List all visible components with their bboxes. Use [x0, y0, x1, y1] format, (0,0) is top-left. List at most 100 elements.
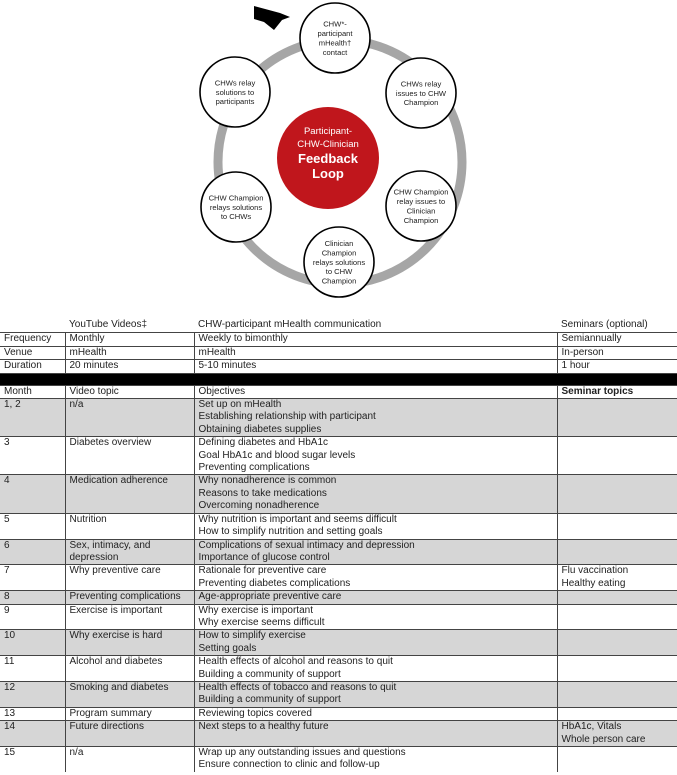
month-cell: 12: [0, 680, 65, 708]
loop-node-label: Clinician: [325, 239, 354, 248]
objectives-cell: Next steps to a healthy future: [193, 720, 557, 747]
loop-node-label: solutions to: [216, 88, 254, 97]
sub-header-video-topic: Video topic: [64, 384, 194, 399]
loop-node-label: CHW Champion: [209, 193, 264, 202]
header-youtube-videos: YouTube Videos‡: [69, 319, 148, 330]
section-divider-bar: [0, 372, 677, 386]
seminar-topic-cell: [556, 680, 677, 708]
month-cell: 7: [0, 564, 65, 591]
loop-node-label: CHW*-: [323, 20, 347, 29]
center-circle: [277, 107, 379, 209]
objectives-cell: Wrap up any outstanding issues and quest…: [193, 745, 557, 772]
loop-node-upper-left: [199, 56, 271, 128]
header-blank-cell: [0, 318, 65, 333]
info-communication: Weekly to bimonthly: [193, 332, 557, 347]
video-topic-cell: Medication adherence: [64, 474, 194, 514]
objectives-cell: Age-appropriate preventive care: [193, 590, 557, 605]
loop-node-label: CHWs relay: [215, 78, 256, 87]
loop-node-label: to CHWs: [221, 212, 252, 221]
video-topic-cell: Diabetes overview: [64, 436, 194, 475]
section-divider: [0, 372, 677, 386]
video-topic-cell: Smoking and diabetes: [64, 680, 194, 708]
seminar-topic-cell: [556, 474, 677, 514]
loop-node-label: mHealth†: [319, 39, 352, 48]
loop-node-label: participant: [317, 29, 353, 38]
info-communication: 5-10 minutes: [193, 359, 557, 374]
video-topic-cell: Program summary: [64, 706, 194, 721]
center-label-line: Participant-: [304, 126, 352, 137]
month-cell: 9: [0, 603, 65, 630]
sub-header-objectives: Objectives: [193, 384, 557, 399]
video-topic-cell: Nutrition: [64, 512, 194, 539]
video-topic-cell: n/a: [64, 398, 194, 437]
sub-header-month: Month: [0, 384, 65, 399]
info-label: Venue: [0, 345, 65, 360]
loop-node-bottom: [303, 226, 375, 298]
objectives-cell: Why nutrition is important and seems dif…: [193, 512, 557, 539]
objectives-cell: Complications of sexual intimacy and dep…: [193, 538, 557, 565]
seminar-topic-cell: [556, 590, 677, 605]
video-topic-cell: Alcohol and diabetes: [64, 655, 194, 682]
loop-node-label: contact: [323, 48, 348, 57]
info-communication: mHealth: [193, 345, 557, 360]
center-label-line: Loop: [312, 166, 344, 181]
sub-header-seminar-topics: Seminar topics: [556, 384, 677, 399]
loop-node-label: relay issues to: [397, 197, 446, 206]
loop-node-label: relays solutions: [313, 258, 366, 267]
month-cell: 11: [0, 655, 65, 682]
loop-node-label: Champion: [404, 216, 439, 225]
month-cell: 15: [0, 745, 65, 772]
loop-node-label: participants: [216, 97, 255, 106]
month-cell: 5: [0, 512, 65, 539]
seminar-topic-cell: [556, 538, 677, 565]
seminar-topic-cell: [556, 436, 677, 475]
seminar-topic-cell: [556, 629, 677, 656]
info-label: Duration: [0, 359, 65, 374]
seminar-topic-cell: [556, 706, 677, 721]
info-seminars: 1 hour: [556, 359, 677, 374]
seminar-topic-cell: [556, 512, 677, 539]
loop-node-lower-right: [385, 170, 457, 242]
center-label-line: CHW-Clinician: [297, 139, 359, 150]
info-seminars: Semiannually: [556, 332, 677, 347]
seminar-topic-cell: [556, 398, 677, 437]
loop-node-top: [299, 2, 371, 74]
loop-node-label: CHW Champion: [394, 188, 449, 197]
month-cell: 8: [0, 590, 65, 605]
seminar-topic-cell: [556, 603, 677, 630]
info-videos: Monthly: [64, 332, 194, 347]
video-topic-cell: Preventing complications: [64, 590, 194, 605]
info-videos: 20 minutes: [64, 359, 194, 374]
seminar-topic-cell: [556, 745, 677, 772]
video-topic-cell: n/a: [64, 745, 194, 772]
video-topic-cell: Future directions: [64, 720, 194, 747]
video-topic-cell: Exercise is important: [64, 603, 194, 630]
info-seminars: In-person: [556, 345, 677, 360]
loop-node-label: CHWs relay: [401, 79, 442, 88]
month-cell: 1, 2: [0, 398, 65, 437]
month-cell: 13: [0, 706, 65, 721]
